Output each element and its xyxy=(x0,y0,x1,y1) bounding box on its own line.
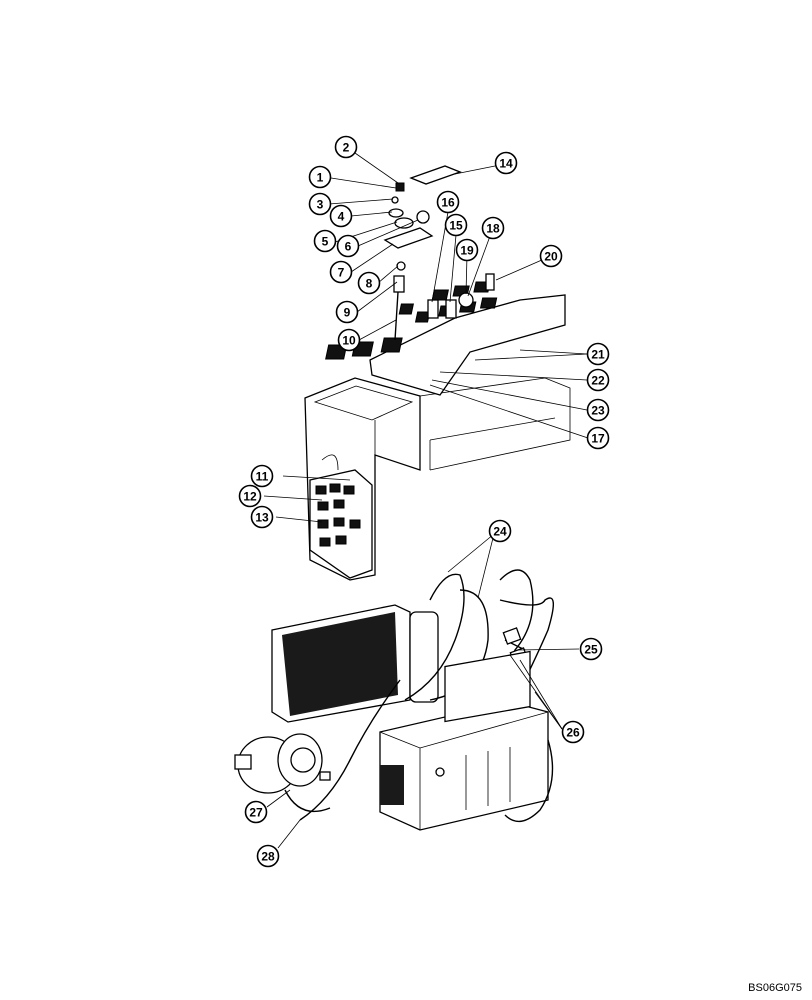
callout-label: 26 xyxy=(566,726,580,740)
callout-circle xyxy=(586,342,610,366)
callout-circle xyxy=(329,260,353,284)
callout-label: 15 xyxy=(449,219,463,233)
callout-1: 1 xyxy=(308,165,332,189)
callout-10: 10 xyxy=(337,328,361,352)
callout-label: 20 xyxy=(544,250,558,264)
callout-12: 12 xyxy=(238,484,262,508)
callout-label: 14 xyxy=(499,157,513,171)
relay-block xyxy=(309,454,373,579)
callout-26: 26 xyxy=(561,720,585,744)
callout-21: 21 xyxy=(586,342,610,366)
ac-evaporator-unit xyxy=(379,650,554,831)
callout-label: 9 xyxy=(344,306,351,320)
callout-label: 2 xyxy=(343,141,350,155)
callout-label: 25 xyxy=(584,643,598,657)
callout-label: 1 xyxy=(317,171,324,185)
callout-circle xyxy=(436,190,460,214)
callout-19: 19 xyxy=(455,238,479,262)
callout-circle xyxy=(455,238,479,262)
callout-4: 4 xyxy=(329,204,353,228)
callout-circle xyxy=(494,151,518,175)
callout-15: 15 xyxy=(444,213,468,237)
callout-label: 7 xyxy=(338,266,345,280)
callout-9: 9 xyxy=(335,300,359,324)
callout-label: 11 xyxy=(256,470,269,484)
callout-circle xyxy=(444,213,468,237)
callout-6: 6 xyxy=(336,234,360,258)
callout-2: 2 xyxy=(334,135,358,159)
callout-label: 10 xyxy=(342,334,356,348)
callout-label: 13 xyxy=(255,511,269,525)
callout-circle xyxy=(561,720,585,744)
ac-condenser xyxy=(271,604,411,723)
callout-circle xyxy=(586,426,610,450)
callout-circle xyxy=(250,464,274,488)
callout-27: 27 xyxy=(244,800,268,824)
callout-label: 16 xyxy=(441,196,455,210)
callout-label: 8 xyxy=(366,277,373,291)
callout-circle xyxy=(334,135,358,159)
callout-28: 28 xyxy=(256,844,280,868)
callout-label: 5 xyxy=(322,235,329,249)
ac-compressor xyxy=(234,733,331,813)
callout-label: 27 xyxy=(249,806,263,820)
callout-24: 24 xyxy=(488,519,512,543)
callout-3: 3 xyxy=(308,192,332,216)
callout-label: 19 xyxy=(460,244,474,258)
callout-label: 17 xyxy=(591,432,605,446)
callout-25: 25 xyxy=(579,637,603,661)
callout-13: 13 xyxy=(250,505,274,529)
callout-16: 16 xyxy=(436,190,460,214)
callout-circle xyxy=(250,505,274,529)
callout-17: 17 xyxy=(586,426,610,450)
callout-circle xyxy=(488,519,512,543)
callout-11: 11 xyxy=(250,464,274,488)
callout-circle xyxy=(329,204,353,228)
callout-label: 3 xyxy=(317,198,324,212)
callout-circle xyxy=(481,216,505,240)
callout-label: 21 xyxy=(591,348,605,362)
document-code: BS06G075 xyxy=(748,982,802,994)
callout-label: 24 xyxy=(493,525,507,539)
callout-8: 8 xyxy=(357,271,381,295)
callout-circle xyxy=(335,300,359,324)
callout-circle xyxy=(313,229,337,253)
callout-circle xyxy=(579,637,603,661)
callout-circle xyxy=(244,800,268,824)
callout-circle xyxy=(539,244,563,268)
callout-14: 14 xyxy=(494,151,518,175)
callout-label: 4 xyxy=(338,210,345,224)
callout-circle xyxy=(256,844,280,868)
ac-receiver-drier xyxy=(409,611,439,703)
callout-circle xyxy=(357,271,381,295)
callout-circle xyxy=(336,234,360,258)
callout-label: 6 xyxy=(345,240,352,254)
callout-5: 5 xyxy=(313,229,337,253)
callout-7: 7 xyxy=(329,260,353,284)
callout-18: 18 xyxy=(481,216,505,240)
callout-label: 12 xyxy=(243,490,257,504)
callout-label: 28 xyxy=(261,850,275,864)
callout-20: 20 xyxy=(539,244,563,268)
callout-circle xyxy=(308,192,332,216)
callout-label: 18 xyxy=(486,222,500,236)
callout-circle xyxy=(337,328,361,352)
callout-22: 22 xyxy=(586,368,610,392)
callout-circle xyxy=(308,165,332,189)
callout-circle xyxy=(238,484,262,508)
callout-circle xyxy=(586,398,610,422)
callout-label: 22 xyxy=(591,374,605,388)
callout-circle xyxy=(586,368,610,392)
callout-label: 23 xyxy=(591,404,605,418)
callout-23: 23 xyxy=(586,398,610,422)
